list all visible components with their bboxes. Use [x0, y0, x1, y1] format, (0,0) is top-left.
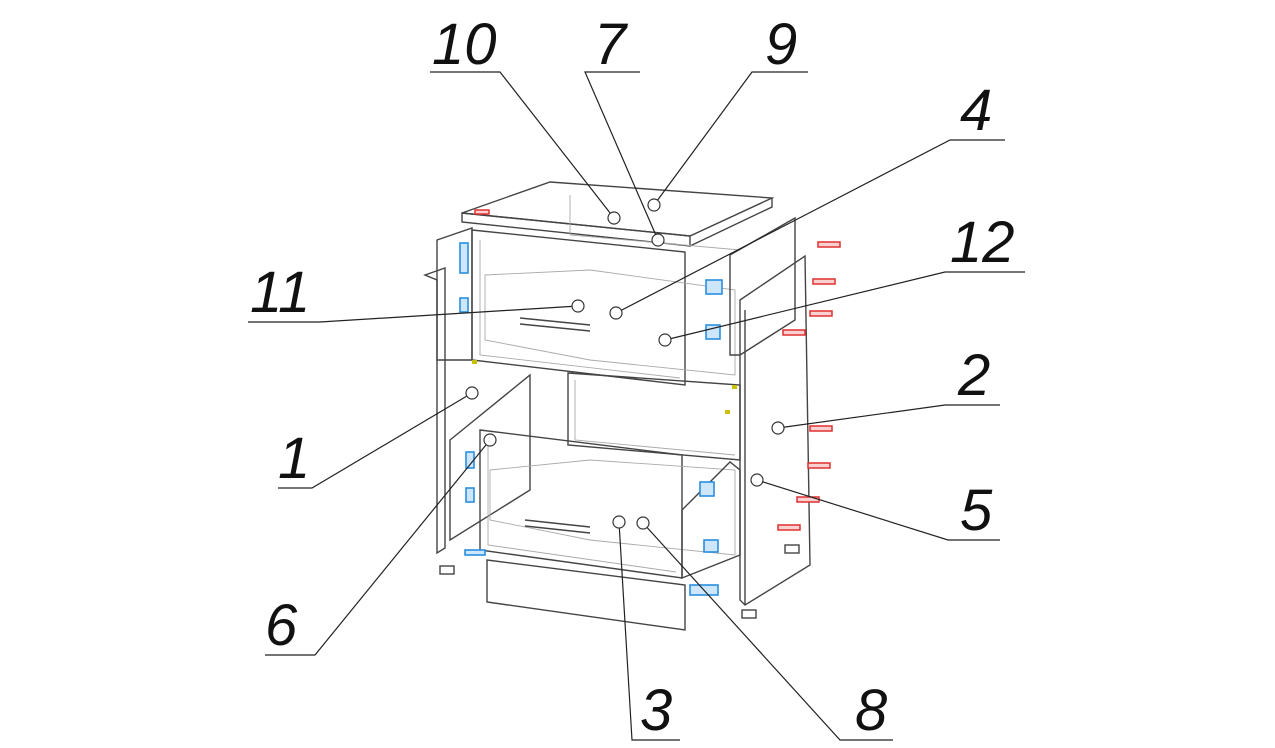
middle-panel	[567, 372, 741, 461]
right-side-panel-rear	[729, 216, 796, 356]
left-side-panel	[423, 267, 446, 555]
lower-left-panel	[449, 373, 531, 542]
callout-7: 7	[594, 12, 629, 77]
top-panel	[461, 181, 775, 237]
callout-5: 5	[960, 478, 993, 543]
red-fasteners	[474, 209, 841, 531]
callout-11: 11	[250, 260, 310, 325]
callout-8: 8	[855, 678, 887, 743]
callout-6: 6	[265, 593, 298, 658]
callout-12: 12	[950, 210, 1015, 275]
callout-leaders	[248, 71, 1025, 741]
foot	[439, 565, 455, 575]
callout-markers	[465, 198, 785, 530]
foot	[741, 609, 757, 619]
yellow-markers	[472, 360, 737, 414]
upper-drawer-front	[471, 229, 686, 386]
callout-9: 9	[765, 12, 797, 77]
callout-2: 2	[957, 343, 990, 408]
callout-1: 1	[278, 426, 310, 491]
callout-4: 4	[960, 78, 992, 143]
callout-3: 3	[640, 678, 672, 743]
callout-labels: 10 7 9 4 12 11 2 1 5 6 3 8	[250, 12, 1015, 743]
foot	[784, 544, 800, 554]
plinth-panel	[486, 559, 686, 631]
callout-10: 10	[432, 12, 497, 77]
cabinet-drawing	[423, 181, 841, 631]
